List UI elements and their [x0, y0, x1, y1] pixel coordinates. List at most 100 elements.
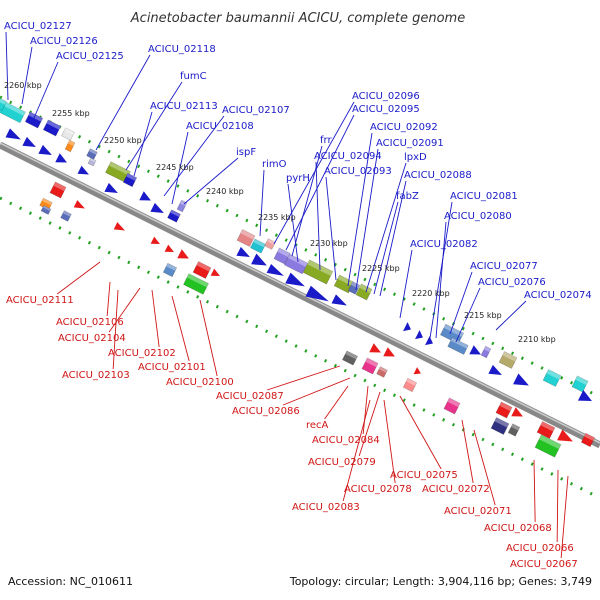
reverse-leader-line — [151, 289, 160, 348]
reverse-gene-feature — [534, 434, 562, 458]
forward-gene-feature — [403, 322, 411, 332]
forward-gene-feature — [236, 229, 256, 247]
reverse-gene-label: ACICU_02078 — [344, 484, 412, 495]
reverse-gene-feature — [383, 347, 395, 357]
forward-leader-line — [365, 162, 407, 293]
reverse-leader-line — [533, 459, 536, 523]
forward-leader-line — [455, 287, 481, 343]
forward-gene-feature — [488, 364, 502, 375]
reverse-gene-feature — [73, 200, 85, 209]
forward-gene-feature — [355, 283, 373, 301]
reverse-gene-label: ACICU_02068 — [484, 523, 552, 534]
forward-gene-label: ACICU_02077 — [470, 261, 538, 272]
forward-gene-feature — [42, 119, 62, 137]
forward-gene-feature — [447, 337, 469, 355]
forward-gene-label: ACICU_02108 — [186, 121, 254, 132]
forward-leader-line — [125, 81, 183, 171]
kbp-tick-label: 2210 kbp — [518, 335, 556, 344]
forward-gene-label: ACICU_02096 — [352, 91, 420, 102]
reverse-leader-line — [383, 399, 396, 484]
forward-leader-line — [399, 249, 413, 319]
forward-gene-feature — [167, 209, 181, 223]
forward-gene-feature — [469, 345, 481, 355]
kbp-tick-label: 2220 kbp — [412, 289, 450, 298]
forward-gene-label: ispF — [236, 147, 256, 158]
reverse-gene-feature — [369, 343, 381, 353]
reverse-gene-labels: ACICU_02111ACICU_02106ACICU_02104ACICU_0… — [6, 295, 578, 570]
forward-gene-label: ACICU_02125 — [56, 51, 124, 62]
reverse-leader-line — [399, 395, 442, 470]
forward-gene-label: lpxD — [404, 152, 427, 163]
forward-gene-feature — [38, 144, 52, 155]
forward-gene-label: ACICU_02113 — [150, 101, 218, 112]
forward-gene-feature — [150, 202, 164, 213]
kbp-tick-label: 2230 kbp — [310, 239, 348, 248]
forward-gene-feature — [5, 128, 21, 140]
reverse-leader-line — [556, 469, 559, 543]
forward-gene-feature — [285, 272, 305, 287]
forward-gene-feature — [577, 389, 592, 401]
forward-gene-label: fumC — [180, 71, 207, 82]
reverse-tick-track — [0, 196, 600, 500]
forward-leader-line — [429, 201, 453, 339]
forward-strand-features — [0, 94, 592, 401]
forward-leader-line — [33, 61, 59, 119]
forward-gene-feature — [266, 263, 284, 276]
forward-leader-line — [355, 148, 379, 291]
reverse-gene-label: ACICU_02102 — [108, 348, 176, 359]
forward-gene-feature — [331, 294, 347, 306]
reverse-gene-feature — [507, 423, 521, 437]
forward-gene-label: ACICU_02091 — [376, 138, 444, 149]
kbp-tick-label: 2225 kbp — [362, 264, 400, 273]
reverse-leader-line — [324, 385, 349, 420]
forward-gene-feature — [104, 182, 118, 193]
reverse-gene-feature — [557, 429, 573, 442]
reverse-gene-feature — [495, 401, 513, 419]
genome-summary-text: Topology: circular; Length: 3,904,116 bp… — [289, 575, 592, 588]
forward-gene-feature — [55, 153, 67, 163]
reverse-gene-label: ACICU_02067 — [510, 559, 578, 570]
forward-leader-line — [273, 101, 355, 245]
reverse-gene-feature — [40, 205, 52, 215]
kbp-tick-label: 2245 kbp — [156, 163, 194, 172]
reverse-gene-feature — [49, 181, 67, 199]
forward-gene-label: fabZ — [396, 191, 419, 202]
reverse-gene-feature — [177, 249, 189, 259]
forward-gene-feature — [249, 238, 267, 254]
forward-gene-feature — [77, 165, 89, 175]
forward-gene-label: ACICU_02118 — [148, 44, 216, 55]
forward-leader-line — [183, 157, 239, 205]
forward-gene-feature — [24, 111, 44, 129]
forward-leader-line — [171, 131, 189, 205]
forward-gene-label: frr — [320, 135, 332, 146]
forward-gene-feature — [86, 148, 98, 160]
forward-gene-feature — [571, 375, 589, 393]
kbp-tick-label: 2250 kbp — [104, 136, 142, 145]
forward-gene-feature — [236, 246, 250, 257]
forward-gene-feature — [64, 139, 76, 153]
map-title: Acinetobacter baumannii ACICU, complete … — [130, 11, 465, 26]
forward-gene-feature — [105, 161, 131, 183]
reverse-strand-features — [39, 181, 596, 458]
forward-gene-feature — [415, 330, 423, 340]
reverse-gene-feature — [402, 377, 418, 393]
reverse-gene-label: ACICU_02101 — [138, 362, 206, 373]
forward-gene-label: ACICU_02127 — [4, 21, 72, 32]
forward-gene-feature — [139, 191, 151, 201]
forward-gene-feature — [122, 172, 138, 188]
reverse-gene-label: ACICU_02072 — [422, 484, 490, 495]
reverse-gene-feature — [162, 262, 178, 278]
reverse-gene-label: ACICU_02100 — [166, 377, 234, 388]
reverse-gene-label: ACICU_02087 — [216, 391, 284, 402]
kbp-tick-label: 2255 kbp — [52, 109, 90, 118]
forward-gene-feature — [498, 351, 518, 369]
forward-gene-feature — [302, 259, 334, 285]
forward-gene-label: ACICU_02092 — [370, 122, 438, 133]
reverse-gene-feature — [183, 273, 209, 295]
forward-gene-label: ACICU_02088 — [404, 170, 472, 181]
reverse-leader-line — [362, 385, 369, 435]
forward-gene-feature — [333, 274, 355, 294]
reverse-gene-label: ACICU_02079 — [308, 457, 376, 468]
accession-text: Accession: NC_010611 — [8, 575, 133, 588]
